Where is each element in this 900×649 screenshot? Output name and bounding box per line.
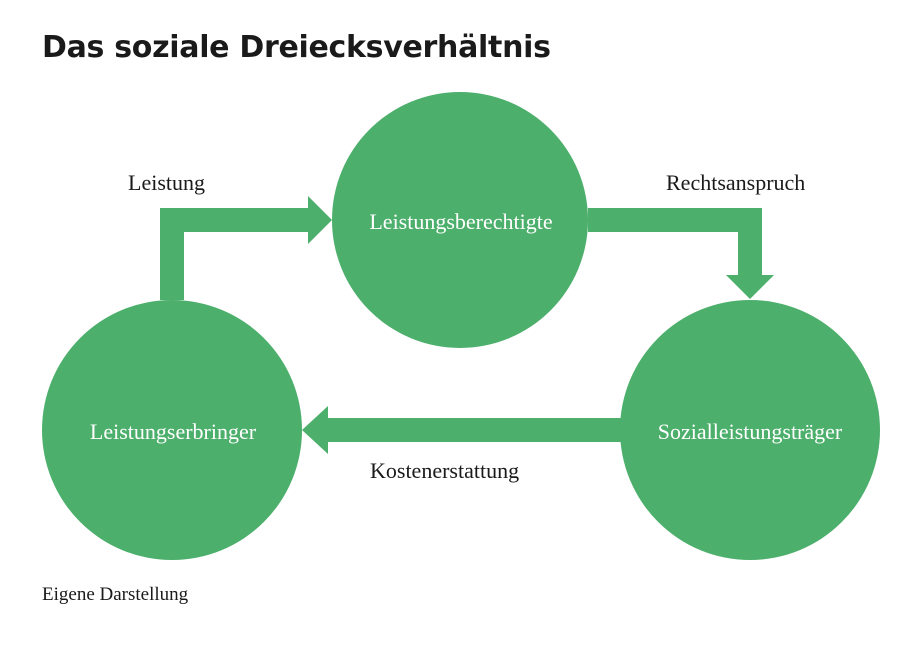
node-label-leistungsberechtigte: Leistungsberechtigte (369, 209, 552, 234)
arrow-leistung (160, 196, 332, 300)
edge-label-leistung: Leistung (128, 170, 205, 195)
node-leistungsberechtigte (332, 92, 588, 348)
edge-label-rechtsanspruch: Rechtsanspruch (666, 170, 805, 195)
edge-label-kostenerstattung: Kostenerstattung (370, 458, 519, 483)
node-label-sozialleistungstraeger: Sozialleistungsträger (658, 419, 843, 444)
node-sozialleistungstraeger (620, 300, 880, 560)
arrow-kostenerstattung (302, 406, 622, 454)
source-note: Eigene Darstellung (42, 584, 189, 605)
node-leistungserbringer (42, 300, 302, 560)
diagram-title: Das soziale Dreiecksverhältnis (42, 30, 551, 65)
arrow-rechtsanspruch (588, 208, 774, 299)
node-label-leistungserbringer: Leistungserbringer (90, 419, 257, 444)
